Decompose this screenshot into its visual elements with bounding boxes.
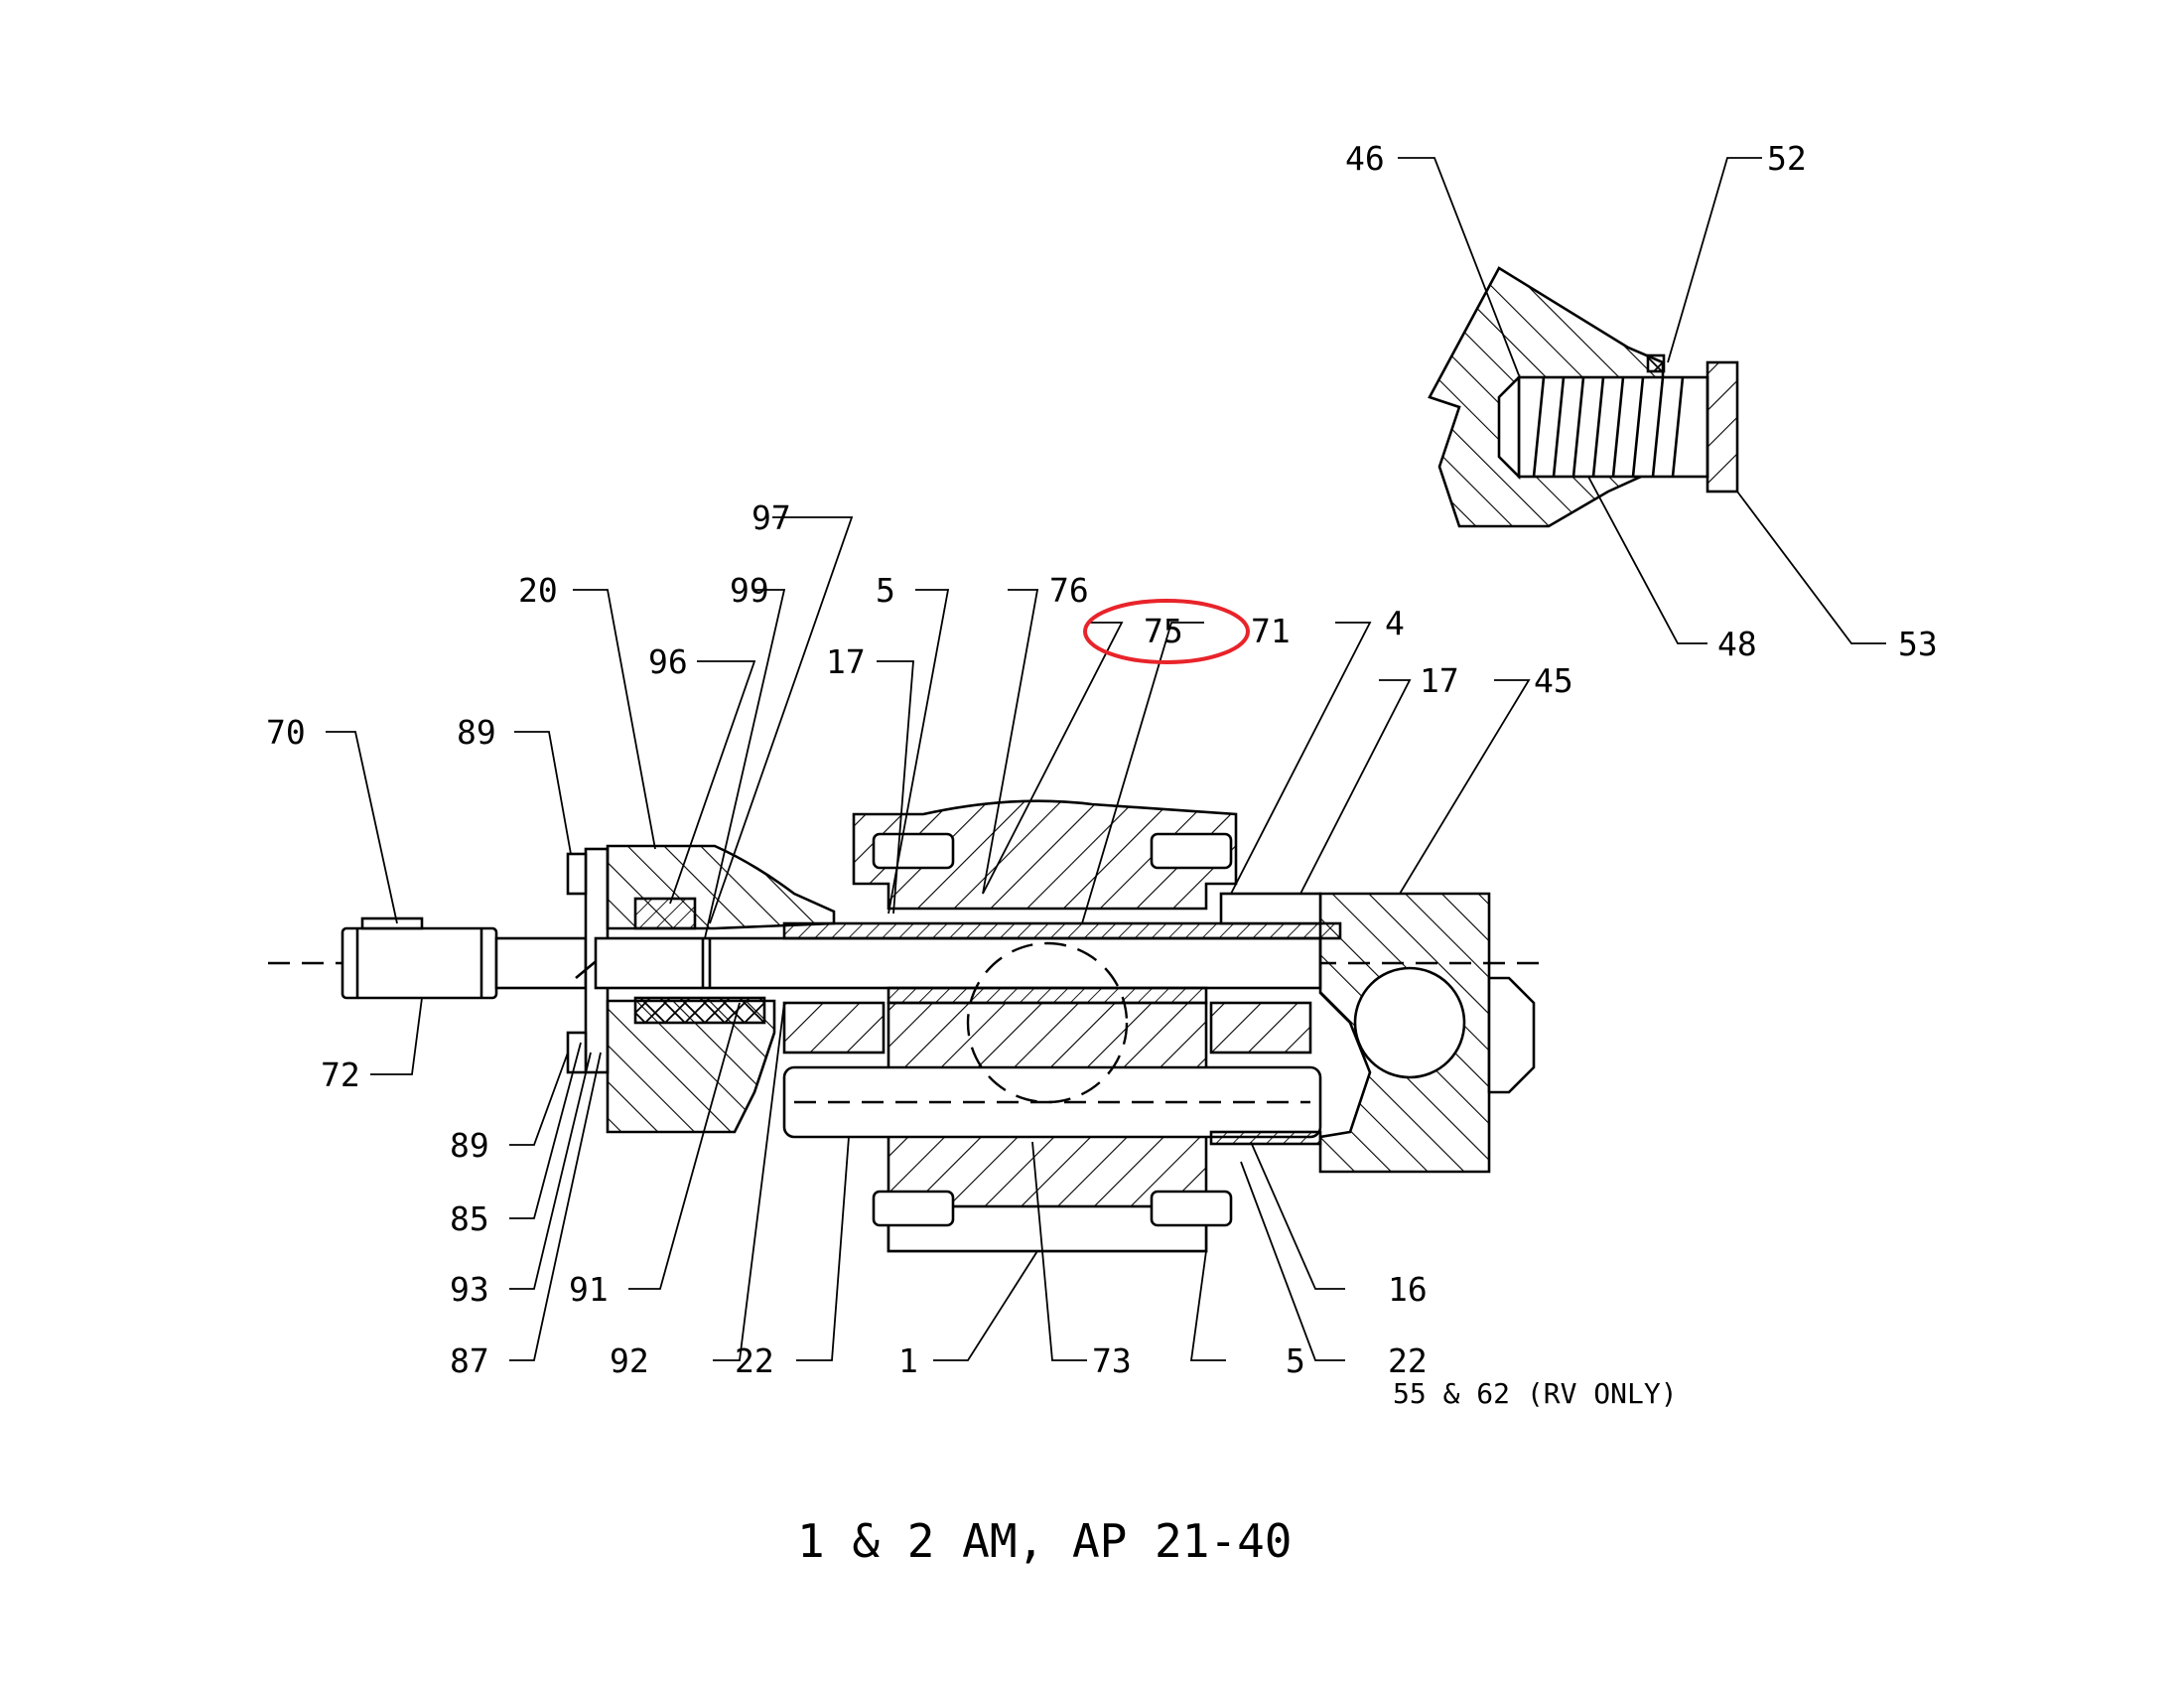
- callout-89-top: 89: [457, 713, 496, 752]
- head-bolt-top-left: [872, 832, 955, 870]
- callout-22-right: 22: [1388, 1341, 1428, 1380]
- drawing-title: 1 & 2 AM, AP 21-40: [797, 1514, 1293, 1568]
- callout-4: 4: [1385, 604, 1405, 642]
- callout-99: 99: [730, 571, 769, 610]
- relief-gasket: [1646, 353, 1666, 373]
- relief-spring: [1532, 376, 1685, 478]
- callout-96: 96: [648, 642, 688, 681]
- idler-gear-outline: [966, 941, 1129, 1104]
- callout-85: 85: [450, 1199, 489, 1238]
- callout-70: 70: [266, 713, 306, 752]
- head-bolt-bottom-right: [1150, 1190, 1233, 1227]
- relief-spring-cavity: [1517, 375, 1709, 479]
- callout-45: 45: [1534, 661, 1573, 700]
- rotor-sleeve: [887, 986, 1208, 1005]
- relief-valve-detail: [1428, 266, 1739, 528]
- relief-valve-cap: [1487, 976, 1536, 1094]
- main-assembly: [268, 799, 1549, 1253]
- callout-20: 20: [518, 571, 558, 610]
- bushing-right: [1209, 1001, 1312, 1055]
- seal-housing-bottom: [606, 999, 776, 1134]
- head-spacer: [1219, 892, 1322, 925]
- packing-rings: [633, 996, 766, 1025]
- callout-leaders: [326, 157, 1886, 1361]
- callout-75: 75: [1144, 612, 1183, 650]
- bushing-upper: [782, 921, 1342, 940]
- callout-71: 71: [1251, 612, 1291, 650]
- drive-shaft: [594, 936, 1322, 990]
- highlight-ellipse-75: [1083, 599, 1250, 664]
- callout-labels: 70 72 89 89 85 93 87 20 96 99 97 91 92 2…: [266, 139, 1938, 1410]
- callout-52: 52: [1767, 139, 1807, 178]
- callout-73: 73: [1092, 1341, 1132, 1380]
- callout-76: 76: [1049, 571, 1089, 610]
- callout-17-left: 17: [826, 642, 866, 681]
- callout-97: 97: [751, 498, 791, 537]
- callout-22-left: 22: [735, 1341, 774, 1380]
- callout-16: 16: [1388, 1270, 1428, 1309]
- callout-92: 92: [610, 1341, 649, 1380]
- relief-valve-port: [1353, 966, 1466, 1079]
- callout-87: 87: [450, 1341, 489, 1380]
- shaft-body: [494, 936, 588, 990]
- shaft-key-end: [341, 926, 498, 1000]
- bushing-left: [782, 1001, 886, 1055]
- rv-only-note: 55 & 62 (RV ONLY): [1393, 1377, 1678, 1410]
- callout-93: 93: [450, 1270, 489, 1309]
- head-bolt-bottom-left: [872, 1190, 955, 1227]
- relief-adjusting-cap: [1706, 360, 1739, 493]
- callout-89-bottom: 89: [450, 1126, 489, 1165]
- pump-body-top: [852, 799, 1238, 911]
- head-gasket: [1209, 1130, 1322, 1146]
- bolt-bottom: [566, 1031, 588, 1074]
- callout-5-top: 5: [876, 571, 895, 610]
- shaft-key: [360, 916, 424, 930]
- head-bolt-top-right: [1150, 832, 1233, 870]
- callout-46: 46: [1345, 139, 1385, 178]
- callout-53: 53: [1898, 625, 1938, 663]
- relief-poppet: [1497, 373, 1521, 481]
- callout-72: 72: [321, 1055, 360, 1094]
- bolt-top: [566, 852, 588, 896]
- callout-48: 48: [1717, 625, 1757, 663]
- callout-5-bottom: 5: [1286, 1341, 1305, 1380]
- callout-1: 1: [898, 1341, 918, 1380]
- shaft-seal-spring: [633, 897, 697, 930]
- callout-91: 91: [569, 1270, 609, 1309]
- callout-17-right: 17: [1420, 661, 1459, 700]
